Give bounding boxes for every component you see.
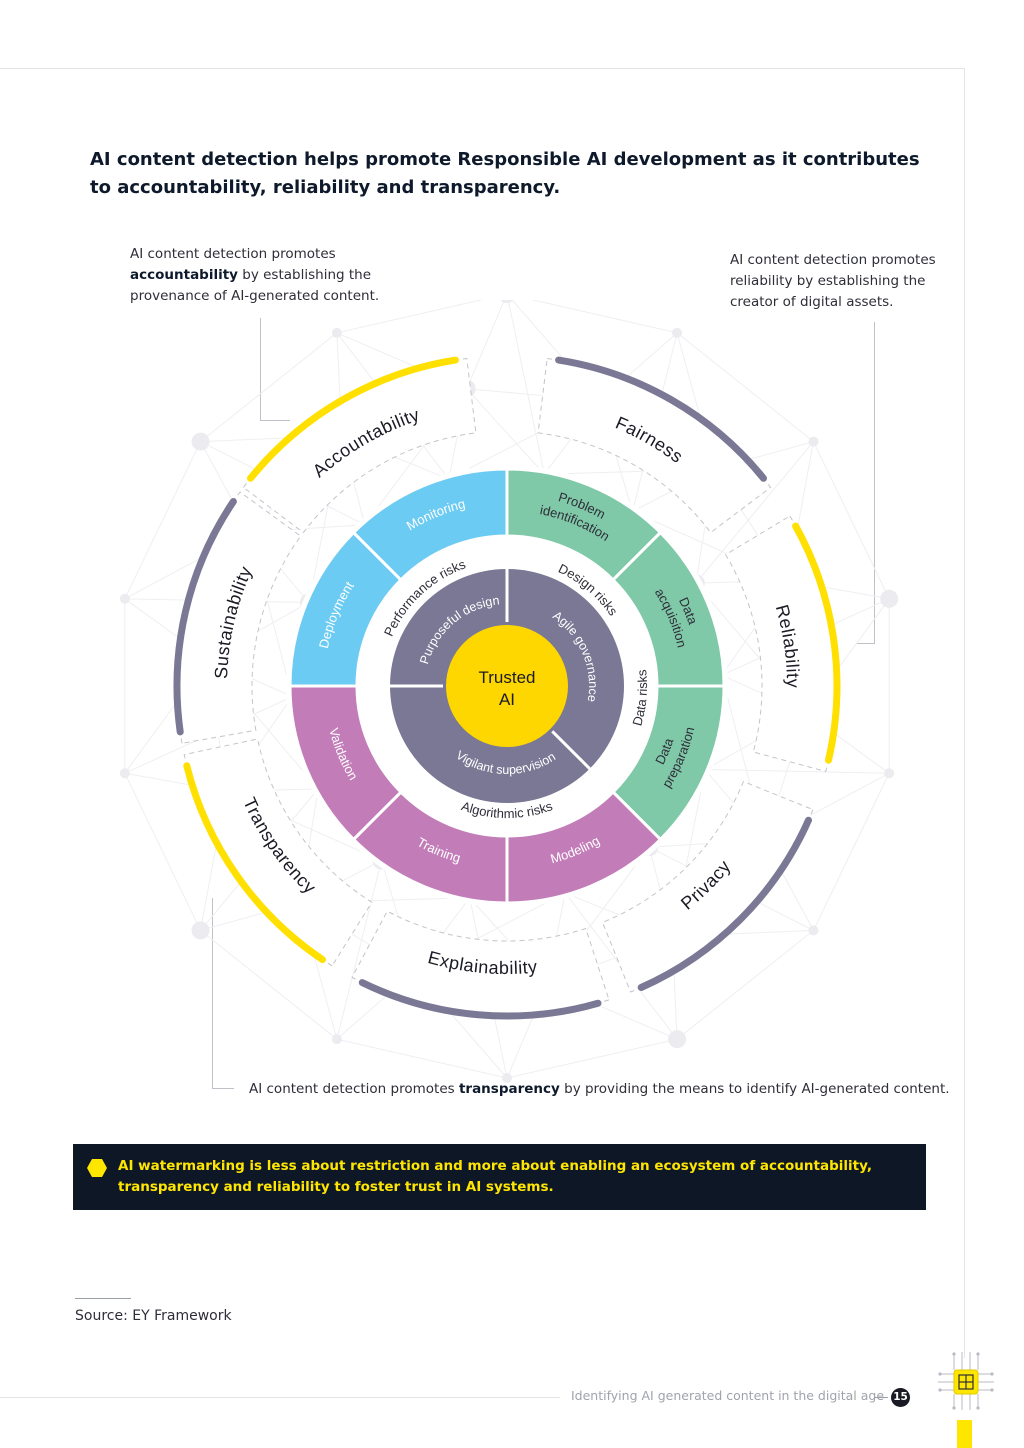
footer-rule — [0, 1397, 560, 1398]
network-node — [191, 921, 210, 940]
leader-line — [874, 322, 875, 644]
callout-banner: AI watermarking is less about restrictio… — [73, 1144, 926, 1210]
risk-label-algorithmic: Algorithmic risks — [460, 798, 555, 821]
center-label-line2: AI — [499, 690, 515, 709]
network-link — [336, 300, 483, 334]
network-node — [119, 768, 130, 779]
network-link — [124, 773, 201, 931]
leader-line — [856, 643, 875, 644]
network-link — [531, 300, 678, 334]
network-node — [502, 1073, 512, 1083]
network-link — [466, 388, 545, 475]
callout-keyword: accountability — [130, 267, 238, 283]
principle-reliability-arc — [792, 522, 841, 764]
network-node — [331, 1034, 342, 1045]
network-node — [880, 589, 899, 608]
yellow-tab — [957, 1420, 972, 1448]
principle-accountability-arc — [247, 356, 459, 482]
segment-monitoring — [351, 467, 509, 583]
leader-line — [260, 318, 261, 421]
network-node — [191, 432, 210, 451]
network-node — [808, 436, 819, 447]
principle-sustainability-arc — [173, 498, 237, 736]
leader-line — [212, 1088, 234, 1089]
network-link — [676, 930, 814, 1040]
callout-reliability: AI content detection promotes reliabilit… — [730, 252, 936, 310]
principle-transparency-arc — [183, 762, 326, 964]
page-heading: AI content detection helps promote Respo… — [90, 149, 920, 198]
center-label-line1: Trusted — [478, 668, 535, 687]
network-node — [500, 300, 514, 303]
principle-fairness-arc — [555, 356, 767, 482]
network-link — [200, 930, 338, 1040]
network-link — [705, 769, 890, 774]
trusted-ai-center — [446, 625, 568, 747]
page-frame-top-rule — [0, 68, 965, 69]
network-node — [331, 327, 342, 338]
network-link — [124, 441, 201, 599]
page-frame-right-rule — [964, 68, 965, 1358]
principle-explainability-arc — [358, 979, 602, 1020]
network-link — [813, 773, 890, 931]
risk-label-algorithmic-path: Algorithmic risks — [460, 798, 555, 821]
footer-title: Identifying AI generated content in the … — [571, 1388, 885, 1403]
footer-dash — [874, 1397, 888, 1398]
network-node — [668, 1030, 687, 1049]
network-node — [884, 768, 895, 779]
callout-transparency: AI content detection promotes transparen… — [249, 1079, 969, 1100]
banner-text: AI watermarking is less about restrictio… — [118, 1158, 872, 1195]
chip-icon — [938, 1352, 994, 1410]
callout-keyword: transparency — [458, 1081, 560, 1097]
network-link — [466, 300, 505, 389]
hexagon-icon — [87, 1159, 107, 1177]
network-link — [507, 300, 545, 475]
callout-text: AI content detection promotes — [130, 246, 336, 262]
callout-text: by providing the means to identify AI-ge… — [559, 1081, 950, 1097]
network-node — [119, 593, 130, 604]
network-link — [336, 860, 382, 1040]
callout-accountability: AI content detection promotes accountabi… — [130, 244, 410, 307]
inner-ring-divider — [551, 730, 593, 772]
network-node — [672, 327, 683, 338]
leader-line — [260, 420, 290, 421]
network-link — [695, 441, 814, 584]
network-link — [506, 1038, 678, 1079]
network-link — [813, 441, 890, 599]
leader-line — [212, 898, 213, 1088]
source-rule — [75, 1298, 131, 1299]
network-link — [336, 1038, 508, 1079]
network-node — [808, 925, 819, 936]
network-link — [200, 332, 338, 442]
network-link — [676, 332, 814, 442]
page-number: 15 — [891, 1388, 910, 1407]
source-note: Source: EY Framework — [75, 1308, 232, 1324]
callout-text: by establishing the provenance of AI-gen… — [130, 267, 380, 304]
callout-text: AI content detection promotes — [249, 1081, 459, 1097]
principle-privacy-arc — [637, 816, 812, 991]
